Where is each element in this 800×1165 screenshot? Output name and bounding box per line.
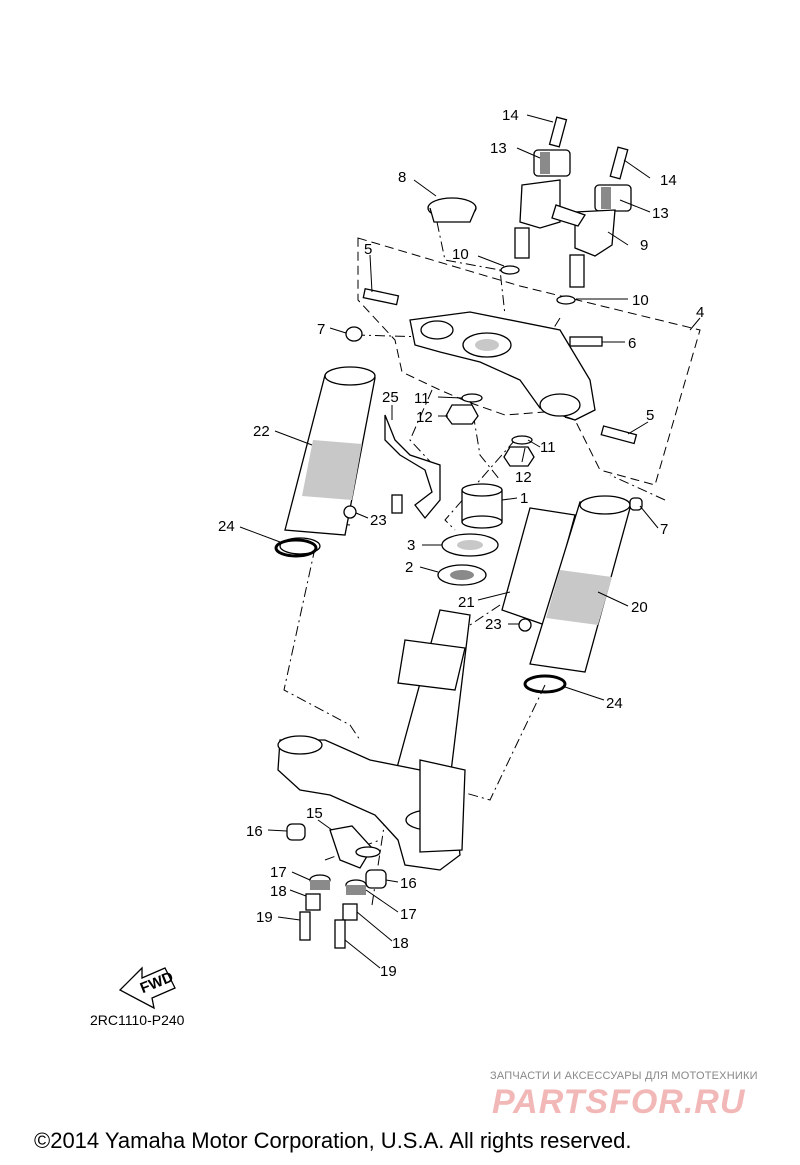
callout-19-left: 19 xyxy=(256,909,273,926)
collar-18-left xyxy=(305,893,321,911)
washer-11-left xyxy=(461,393,483,403)
collar-7-right xyxy=(629,497,643,511)
collar-16-left xyxy=(286,823,306,841)
washer-10-left xyxy=(500,265,520,275)
callout-13-left: 13 xyxy=(490,140,507,157)
callout-14-top: 14 xyxy=(502,107,519,124)
lower-bracket-stem xyxy=(277,609,471,871)
drawing-code: 2RC1110-P240 xyxy=(90,1012,185,1028)
callout-11-right: 11 xyxy=(540,439,556,456)
callout-18-left: 18 xyxy=(270,883,287,900)
grommet-17-right xyxy=(345,879,367,895)
callout-4: 4 xyxy=(696,304,704,321)
callout-6: 6 xyxy=(628,335,636,352)
callout-5-left: 5 xyxy=(364,241,372,258)
bolt-6 xyxy=(569,336,603,347)
watermark-tagline: ЗАПЧАСТИ И АКСЕССУАРЫ ДЛЯ МОТОТЕХНИКИ xyxy=(490,1070,758,1082)
fork-tube-20 xyxy=(529,495,631,673)
callout-7-right: 7 xyxy=(660,521,668,538)
callout-numbers: 14 13 14 13 9 8 10 10 5 4 7 6 5 11 12 11… xyxy=(218,107,704,980)
o-ring-24-left xyxy=(274,538,318,558)
callout-16-left: 16 xyxy=(246,823,263,840)
collar-18-right xyxy=(342,903,358,921)
handlebar-holder-left xyxy=(514,116,571,259)
callout-7-left: 7 xyxy=(317,321,325,338)
callout-15: 15 xyxy=(306,805,323,822)
callout-13-right: 13 xyxy=(652,205,669,222)
screw-23-left xyxy=(343,505,357,519)
callout-21: 21 xyxy=(458,594,475,611)
callout-8: 8 xyxy=(398,169,406,186)
callout-12-right: 12 xyxy=(515,469,532,486)
callout-5-right: 5 xyxy=(646,407,654,424)
cable-guide-25 xyxy=(384,414,441,520)
callout-9: 9 xyxy=(640,237,648,254)
callout-24-left: 24 xyxy=(218,518,235,535)
callout-10-right: 10 xyxy=(632,292,649,309)
handlebar-holder-right xyxy=(551,146,632,288)
nut-12-right xyxy=(503,446,535,467)
washer-11-right xyxy=(511,435,533,445)
grommet-17-left xyxy=(309,874,331,890)
callout-24-right: 24 xyxy=(606,695,623,712)
bolt-19-right xyxy=(334,919,346,949)
bolt-19-left xyxy=(299,911,311,941)
callout-17-left: 17 xyxy=(270,864,287,881)
assembly-outline-4 xyxy=(357,237,701,486)
washer-10-right xyxy=(556,295,576,305)
callout-12-left: 12 xyxy=(416,409,433,426)
watermark-logo: PARTSFOR.RU xyxy=(492,1083,746,1121)
bolt-5-left xyxy=(362,287,400,306)
fork-tube-22 xyxy=(279,366,376,555)
callout-3: 3 xyxy=(407,537,415,554)
callout-22: 22 xyxy=(253,423,270,440)
callout-18-right: 18 xyxy=(392,935,409,952)
callout-2: 2 xyxy=(405,559,413,576)
copyright-notice: ©2014 Yamaha Motor Corporation, U.S.A. A… xyxy=(34,1128,632,1153)
nut-12-left xyxy=(445,404,479,425)
callout-10-left: 10 xyxy=(452,246,469,263)
screw-23-right xyxy=(518,618,532,632)
fwd-arrow-icon: FWD xyxy=(118,966,176,1010)
callout-25: 25 xyxy=(382,389,399,406)
callout-11-left: 11 xyxy=(414,390,430,407)
callout-23-right: 23 xyxy=(485,616,502,633)
callout-23-left: 23 xyxy=(370,512,387,529)
callout-20: 20 xyxy=(631,599,648,616)
collar-7-left xyxy=(345,326,363,342)
callout-16-right: 16 xyxy=(400,875,417,892)
callout-14-right: 14 xyxy=(660,172,677,189)
upper-bracket xyxy=(409,311,596,421)
bolt-5-right xyxy=(600,425,638,445)
collar-16-right xyxy=(365,869,387,889)
callout-19-right: 19 xyxy=(380,963,397,980)
bracket-15 xyxy=(329,825,373,869)
leader-lines xyxy=(239,114,701,969)
callout-1: 1 xyxy=(520,490,528,507)
o-ring-24-right xyxy=(523,674,567,694)
collar-1 xyxy=(461,483,503,529)
callout-17-right: 17 xyxy=(400,906,417,923)
